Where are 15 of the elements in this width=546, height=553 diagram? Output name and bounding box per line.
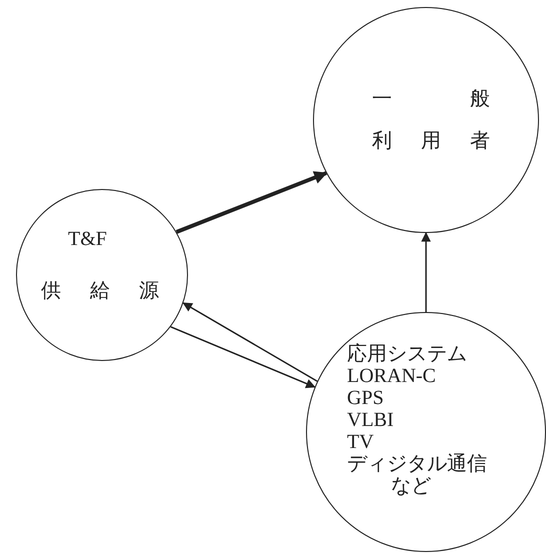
circle-text: など — [391, 475, 431, 497]
circle-text: LORAN-C — [347, 365, 436, 387]
circle-text: ディジタル通信 — [347, 453, 487, 475]
circle-text: T&F — [68, 228, 108, 250]
arrow — [182, 302, 318, 382]
arrow — [421, 232, 431, 312]
circle-text: 応用システム — [347, 343, 467, 365]
arrow — [176, 171, 328, 234]
circle-text: TV — [347, 431, 374, 453]
circle-text: 一般 — [372, 88, 490, 110]
circle-text: 供給源 — [41, 280, 159, 302]
circle-text: 利用者 — [372, 130, 490, 152]
circle-text: VLBI — [347, 409, 394, 431]
arrow — [170, 326, 316, 388]
circle-text: GPS — [347, 387, 384, 409]
